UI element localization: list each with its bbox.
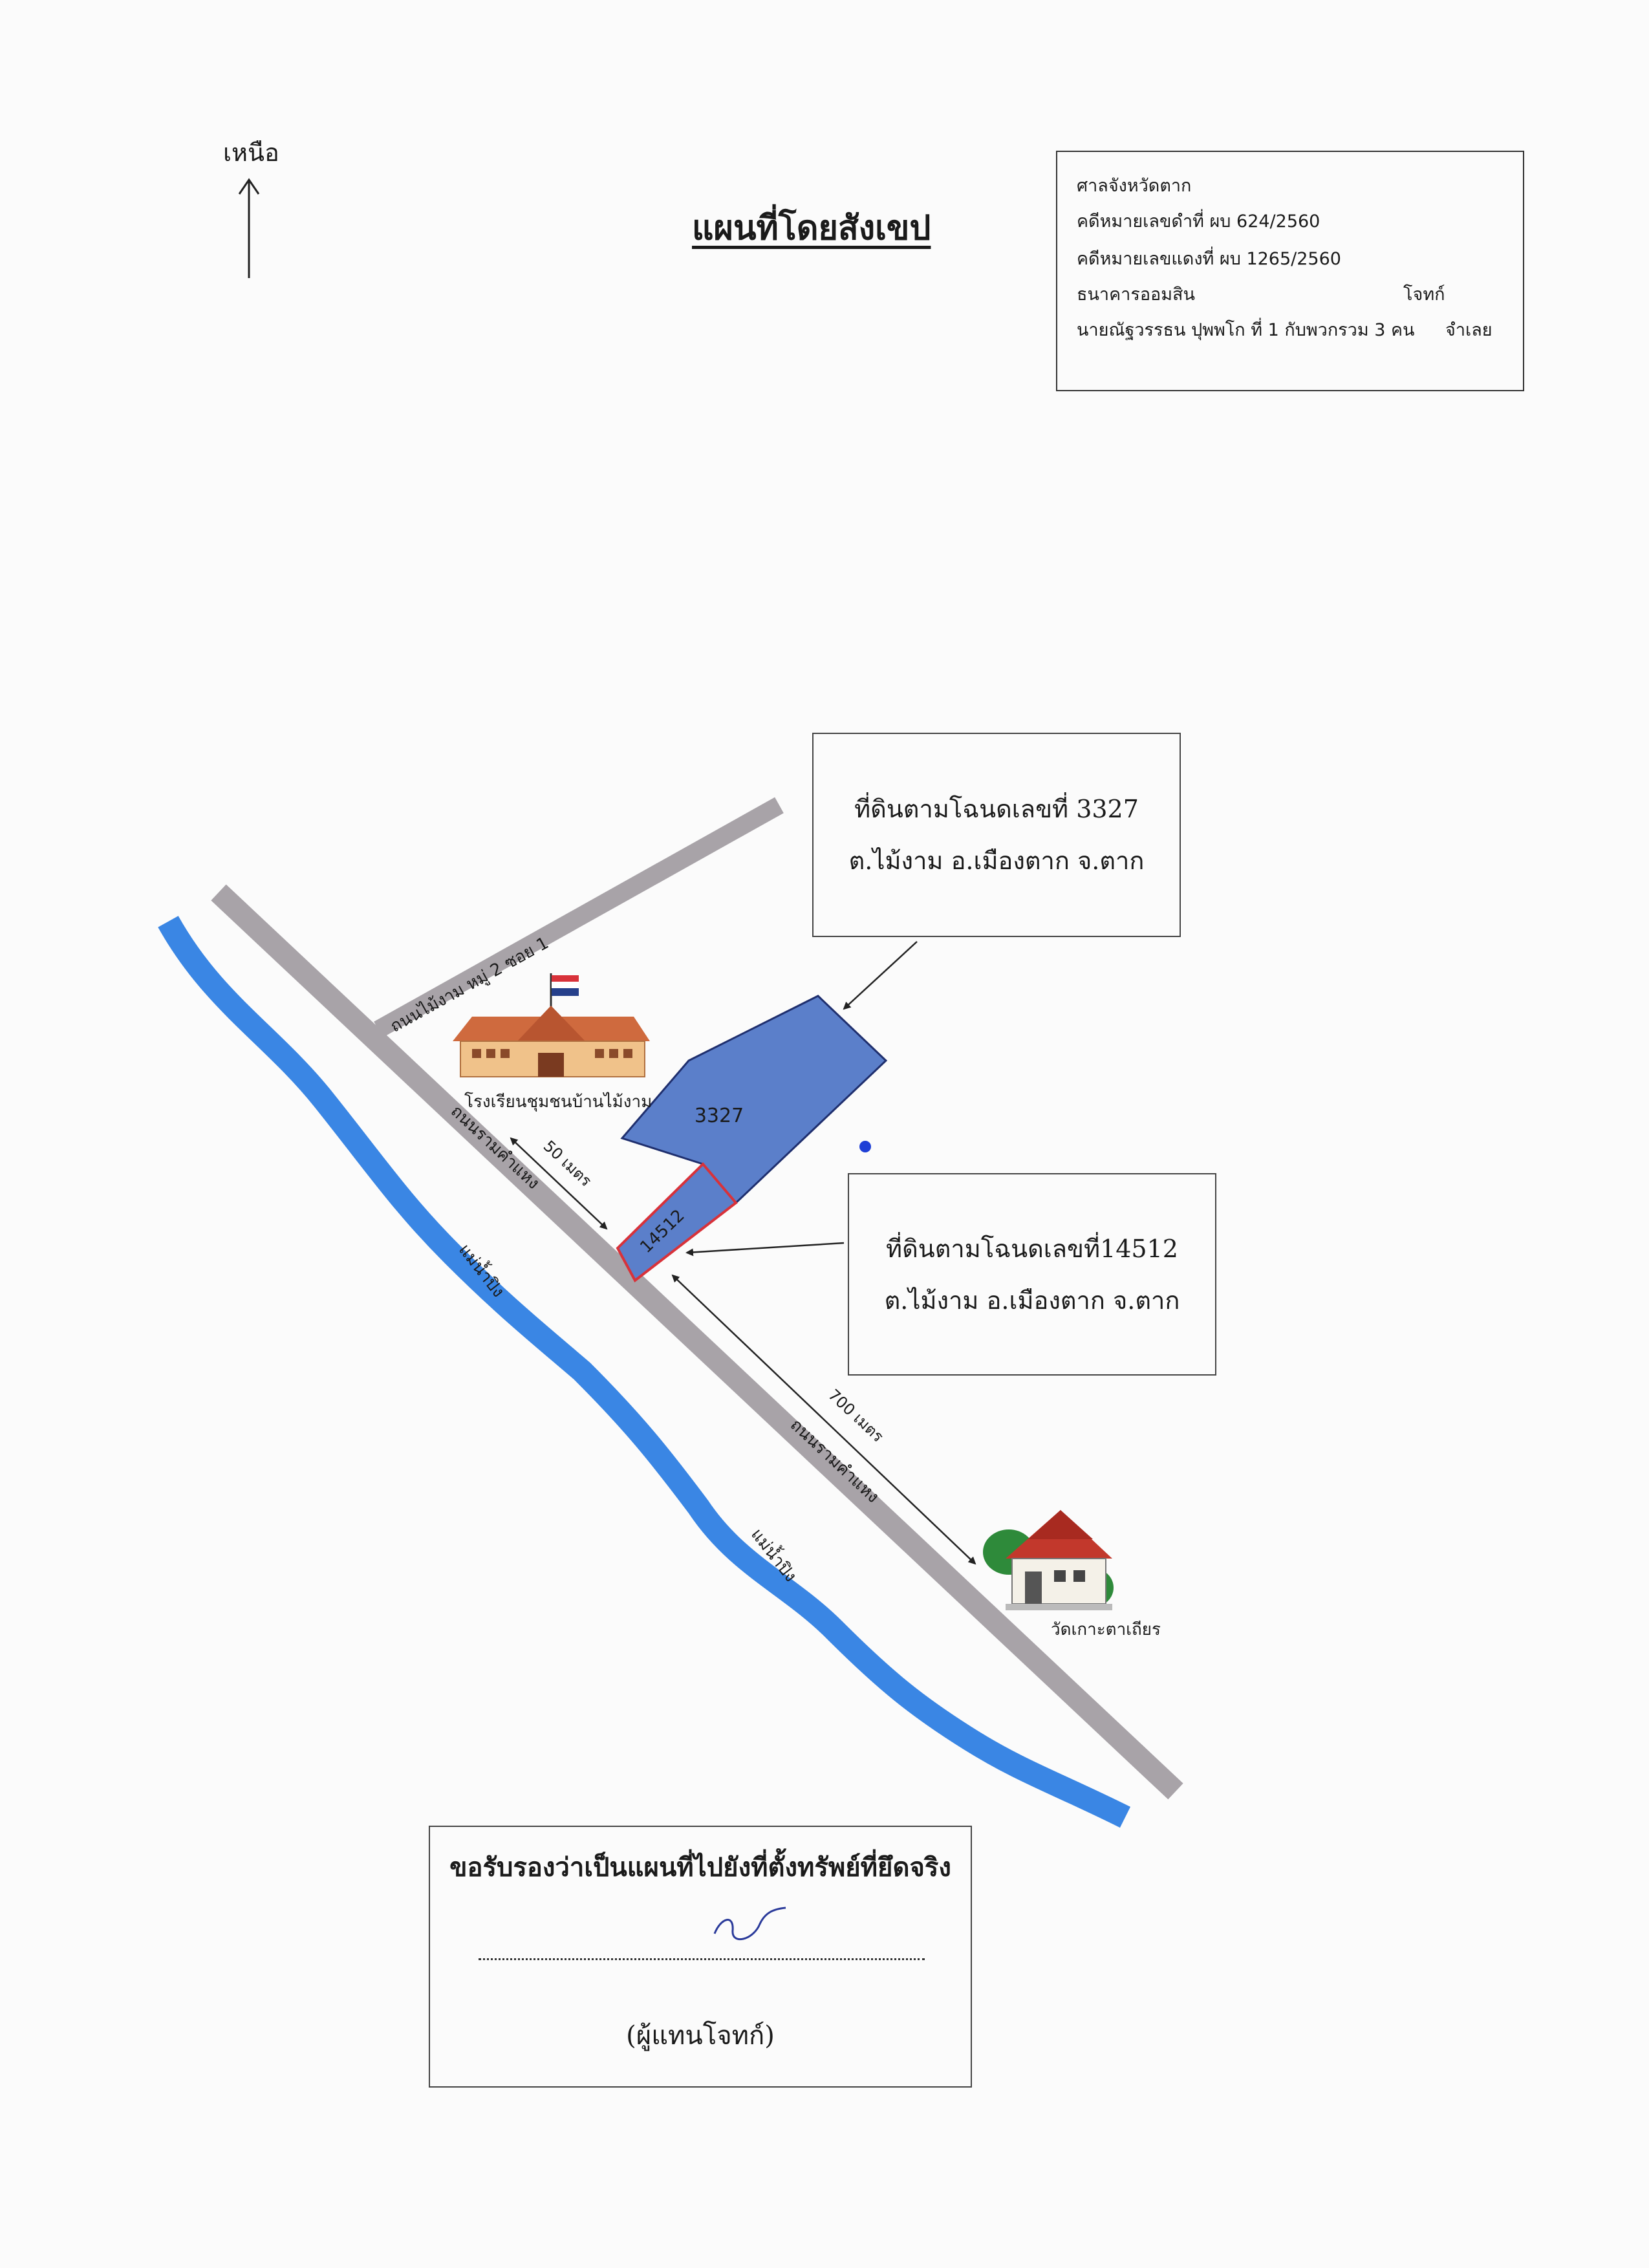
callout-3327-pointer xyxy=(843,941,918,1010)
branch-road xyxy=(374,797,784,1038)
road-main-label-1: ถนนรามคำแหง xyxy=(447,1101,543,1193)
plaintiff-name: ธนาคารออมสิน xyxy=(1077,285,1195,305)
callout-3327-line2: ต.ไม้งาม อ.เมืองตาก จ.ตาก xyxy=(848,847,1145,875)
ink-dot xyxy=(859,1141,871,1152)
school-label: โรงเรียนชุมชนบ้านไม้งาม xyxy=(464,1092,652,1112)
distance-arrow-school xyxy=(510,1137,608,1230)
signer-role: (ผู้แทนโจทก์) xyxy=(626,2021,775,2051)
temple-label: วัดเกาะตาเถียร xyxy=(1051,1620,1161,1639)
temple-icon xyxy=(983,1510,1114,1610)
distance-school-label: 50 เมตร xyxy=(540,1137,595,1190)
red-case-number: คดีหมายเลขแดงที่ ผบ 1265/2560 xyxy=(1077,249,1341,269)
callout-14512-pointer xyxy=(685,1242,845,1257)
callout-14512-line1: ที่ดินตามโฉนดเลขที่14512 xyxy=(886,1234,1178,1263)
callout-3327-line1: ที่ดินตามโฉนดเลขที่ 3327 xyxy=(854,795,1139,823)
callout-14512: ที่ดินตามโฉนดเลขที่14512 ต.ไม้งาม อ.เมือ… xyxy=(848,1173,1216,1376)
callout-3327: ที่ดินตามโฉนดเลขที่ 3327 ต.ไม้งาม อ.เมือ… xyxy=(812,733,1181,937)
north-label: เหนือ xyxy=(223,138,279,167)
defendant-name: นายณัฐวรรธน ปุพพโก ที่ 1 กับพวกรวม 3 คน xyxy=(1077,320,1415,340)
parcel-3327-label: 3327 xyxy=(695,1105,744,1127)
signature-mark xyxy=(713,1906,786,1941)
court-name: ศาลจังหวัดตาก xyxy=(1077,176,1192,196)
case-info-box: ศาลจังหวัดตาก คดีหมายเลขดำที่ ผบ 624/256… xyxy=(1056,151,1524,391)
callout-14512-line2: ต.ไม้งาม อ.เมืองตาก จ.ตาก xyxy=(884,1286,1180,1315)
signature-line xyxy=(479,1958,925,1960)
school-icon xyxy=(453,973,650,1077)
defendant-role: จำเลย xyxy=(1445,320,1493,340)
black-case-number: คดีหมายเลขดำที่ ผบ 624/2560 xyxy=(1077,211,1320,232)
map-title: แผนที่โดยสังเขป xyxy=(692,208,931,248)
plaintiff-role: โจทก์ xyxy=(1403,285,1445,305)
certification-text: ขอรับรองว่าเป็นแผนที่ไปยังที่ตั้งทรัพย์ท… xyxy=(449,1852,951,1883)
river xyxy=(158,916,1131,1828)
parcel-3327 xyxy=(620,995,888,1205)
parcel-14512 xyxy=(616,1162,738,1283)
certification-box: ขอรับรองว่าเป็นแผนที่ไปยังที่ตั้งทรัพย์ท… xyxy=(429,1826,972,2088)
distance-temple-label: 700 เมตร xyxy=(824,1386,887,1446)
distance-arrow-temple xyxy=(671,1274,976,1565)
north-arrow-icon xyxy=(238,178,260,278)
